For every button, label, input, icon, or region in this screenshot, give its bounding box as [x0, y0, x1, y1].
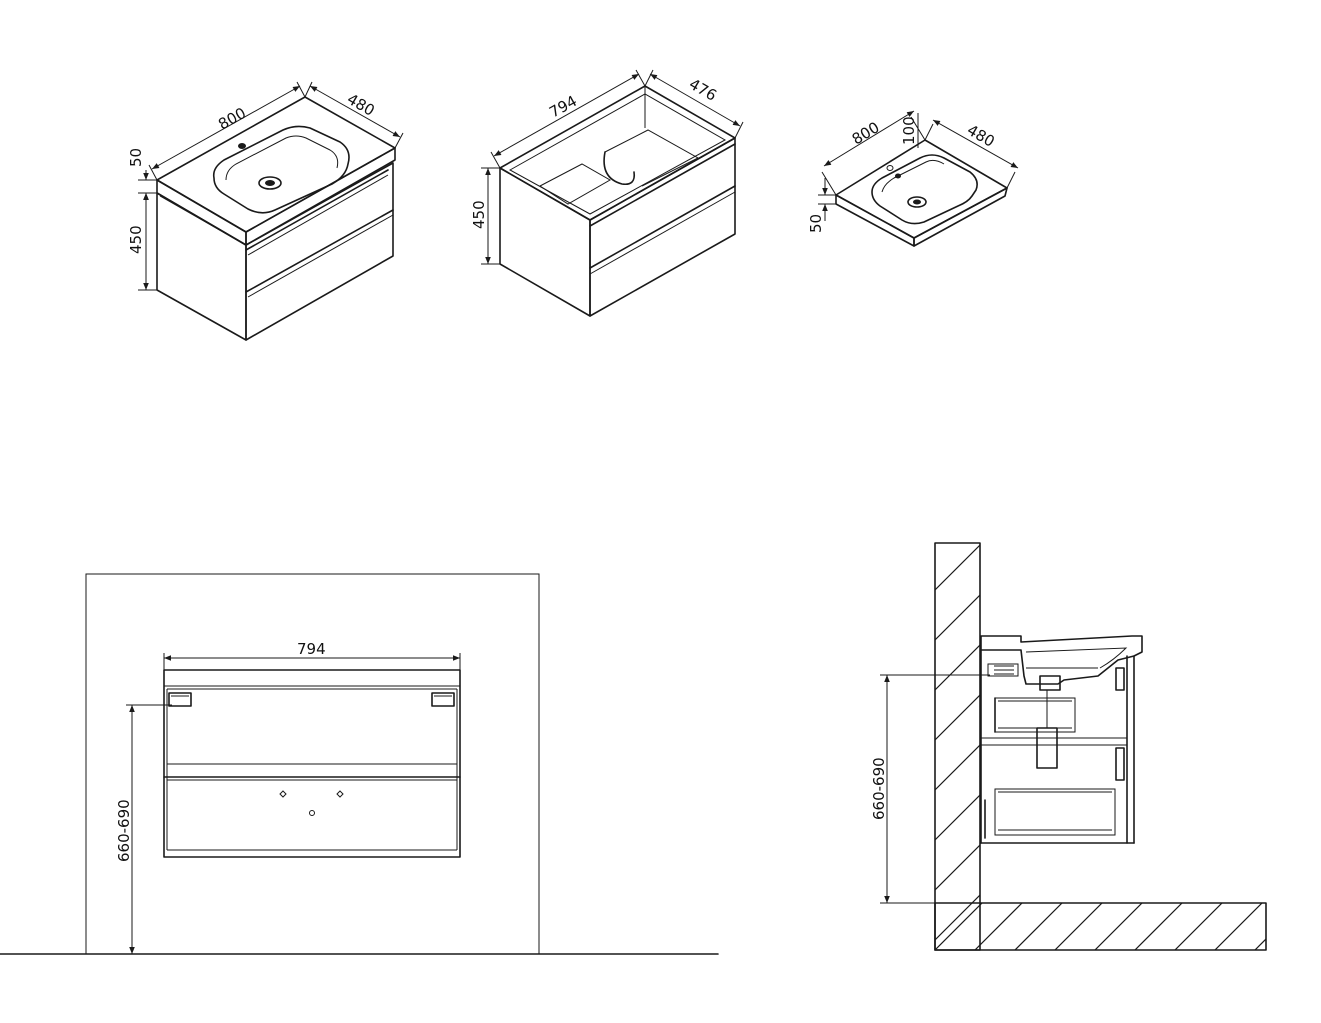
- basin-iso-view: 800 100 480 50: [807, 110, 1019, 247]
- body-height-label: 450: [470, 200, 488, 229]
- front-elevation-view: 794 660-690: [0, 573, 719, 955]
- basin-back-label: 100: [900, 116, 918, 145]
- side-section-view: 660-690: [870, 542, 1267, 951]
- section-mount-height-label: 660-690: [870, 757, 888, 820]
- countertop-thickness-label: 50: [127, 148, 145, 167]
- basin-width-label: 800: [849, 118, 883, 148]
- cabinet-width-label: 800: [215, 104, 249, 134]
- cabinet-iso-view: 800 480 50 450: [127, 81, 404, 341]
- body-depth-label: 476: [686, 75, 720, 105]
- basin-depth-label: 480: [964, 121, 998, 151]
- cabinet-height-label: 450: [127, 225, 145, 254]
- front-width-label: 794: [297, 640, 326, 658]
- body-iso-view: 794 476 450: [470, 69, 744, 317]
- front-mount-height-label: 660-690: [115, 799, 133, 862]
- basin-thickness-label: 50: [807, 214, 825, 233]
